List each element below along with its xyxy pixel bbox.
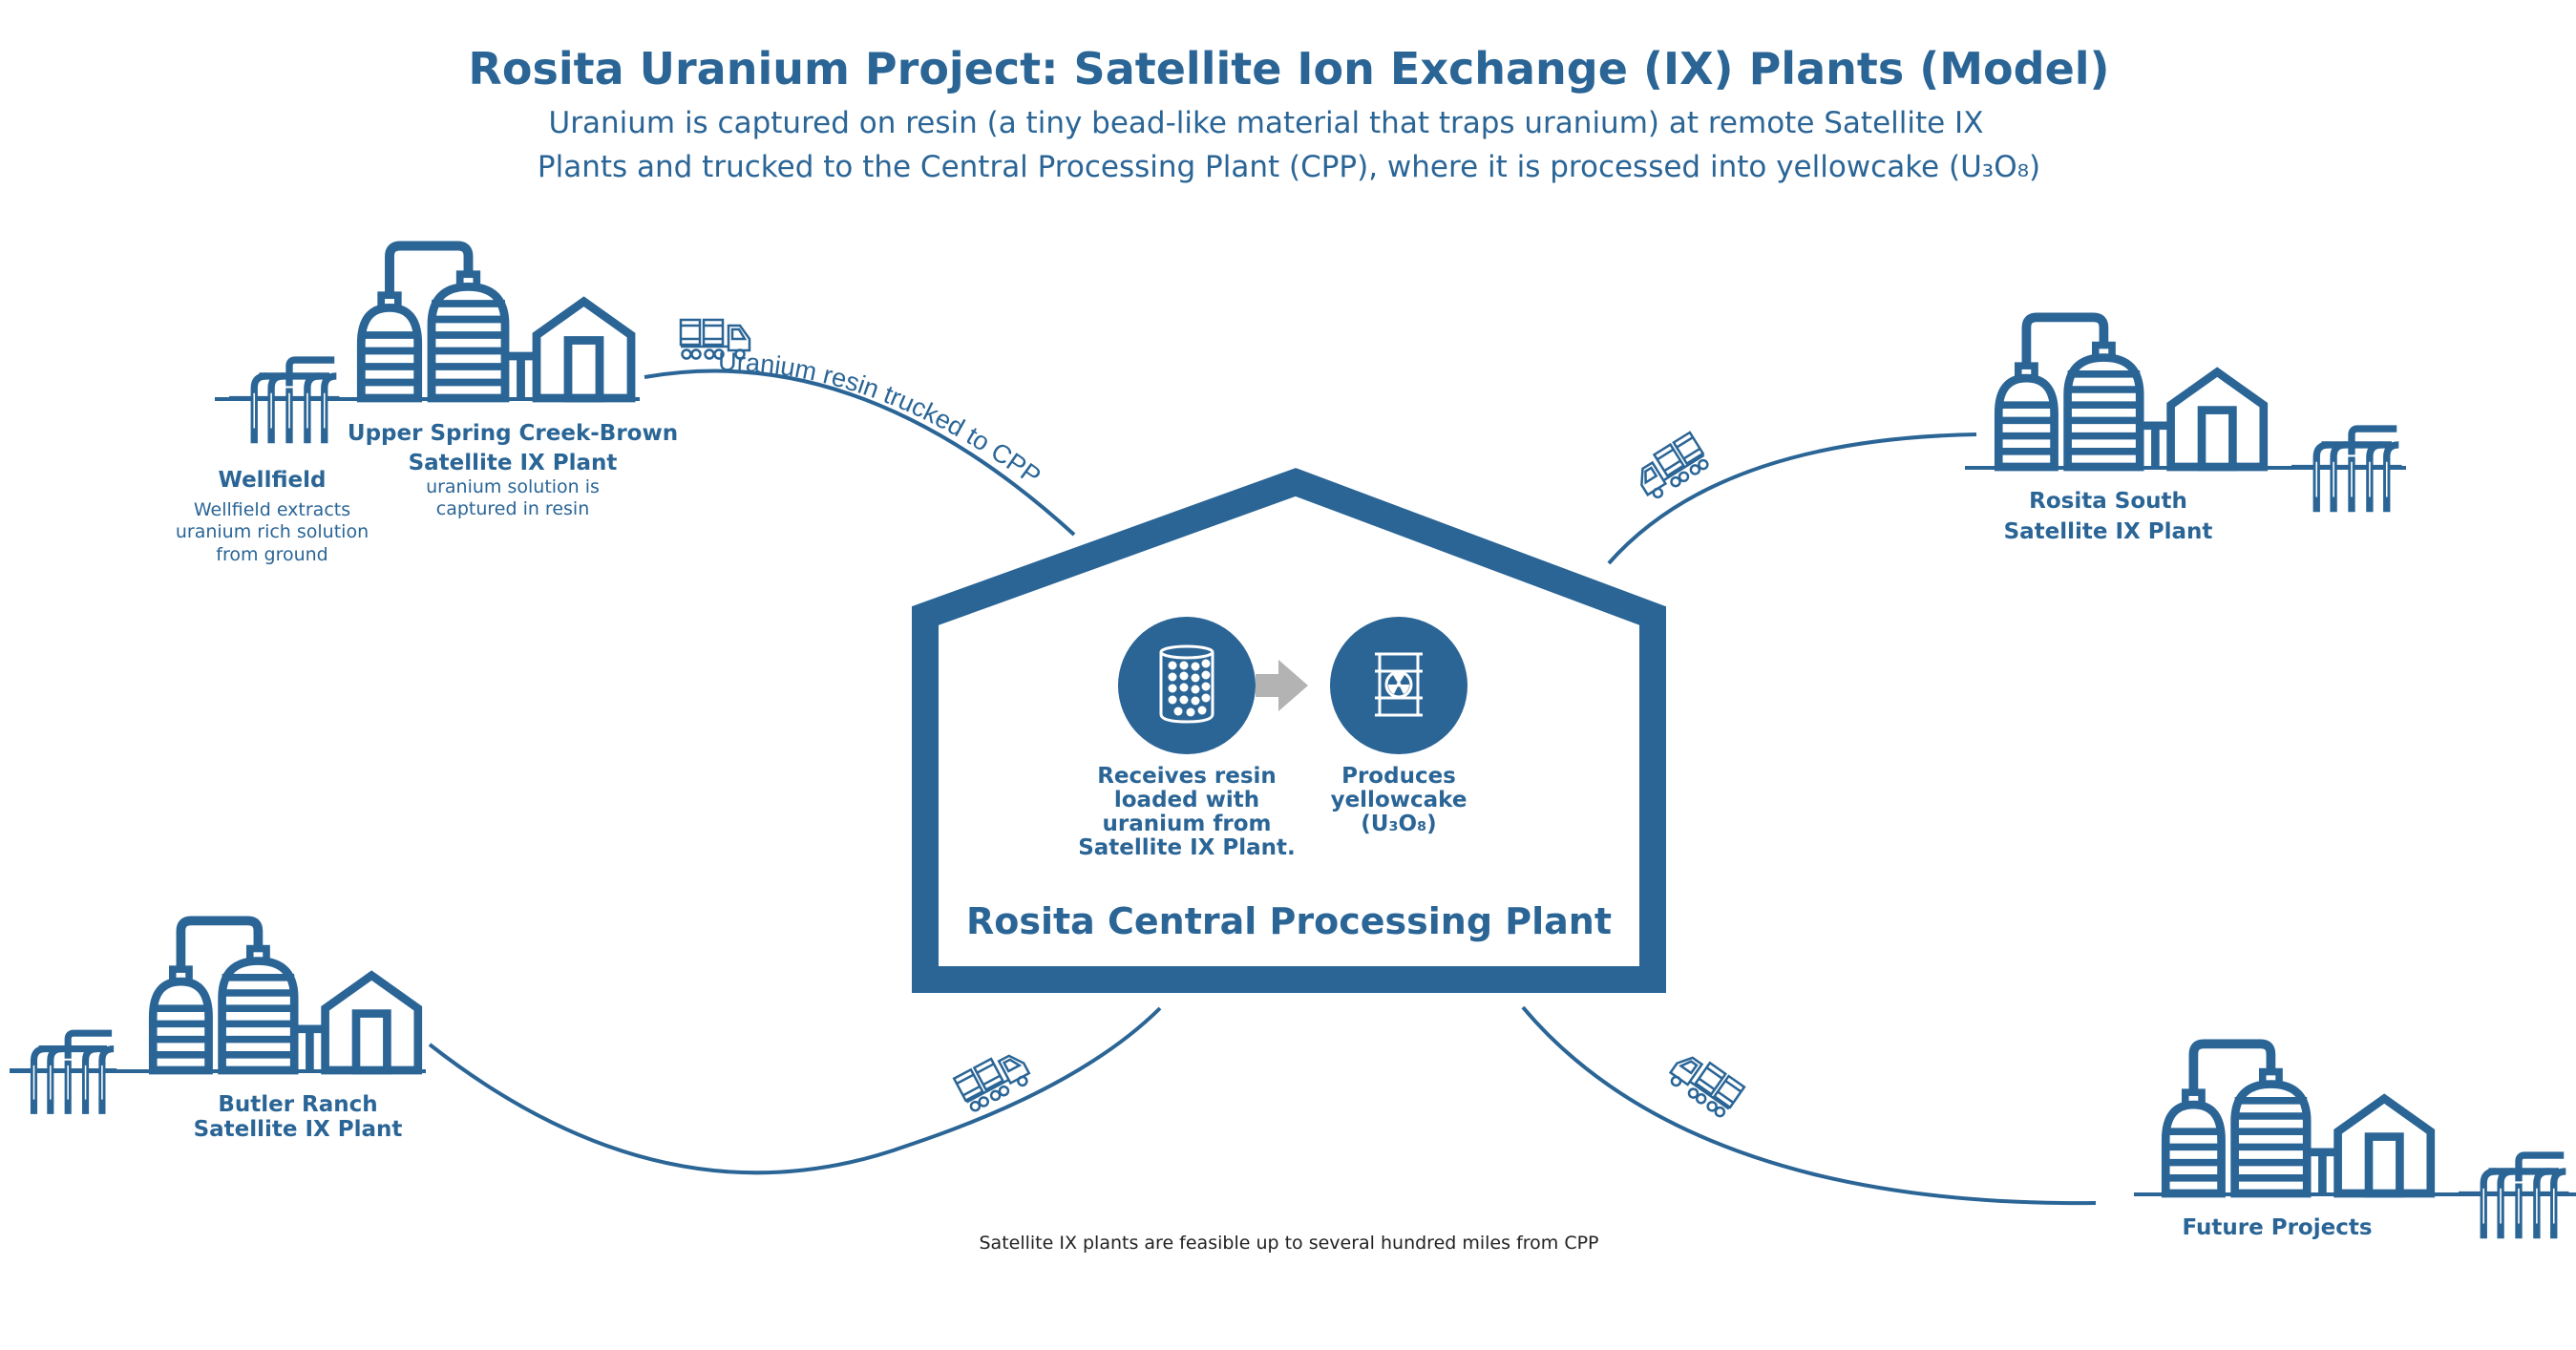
route-curve bbox=[428, 1006, 1162, 1175]
wellfield-desc-3: from ground bbox=[216, 544, 327, 565]
step2-line-1: Produces bbox=[1341, 764, 1456, 789]
satellite-plant-icon bbox=[153, 920, 418, 1070]
truck-icon bbox=[1664, 1045, 1746, 1120]
usc-title-2: Satellite IX Plant bbox=[409, 451, 618, 475]
cpp-house-outline bbox=[912, 468, 1666, 993]
subtitle-line-2: Plants and trucked to the Central Proces… bbox=[538, 150, 2040, 184]
step1-line-1: Receives resin bbox=[1097, 764, 1277, 789]
route-label: Uranium resin trucked to CPP bbox=[718, 348, 1046, 491]
step1-line-4: Satellite IX Plant. bbox=[1078, 835, 1296, 860]
process-arrow-icon bbox=[1256, 660, 1308, 711]
wellfield-desc-1: Wellfield extracts bbox=[194, 499, 350, 520]
truck-icon bbox=[1630, 431, 1712, 503]
cpp-name: Rosita Central Processing Plant bbox=[966, 900, 1612, 942]
wellfield-icon bbox=[10, 1033, 116, 1114]
wellfield-icon bbox=[2459, 1155, 2569, 1238]
step1-line-2: loaded with bbox=[1114, 788, 1259, 812]
yellowcake-drum-icon bbox=[1375, 652, 1423, 717]
step2-line-2: yellowcake bbox=[1331, 788, 1467, 812]
wellfield-icon bbox=[229, 360, 340, 443]
route-curve bbox=[1521, 1005, 2097, 1206]
route-label-text: Uranium resin trucked to CPP bbox=[718, 348, 1046, 491]
future-projects-title: Future Projects bbox=[2182, 1215, 2372, 1240]
wellfield-icon bbox=[2291, 429, 2402, 512]
step2-line-3: (U₃O₈) bbox=[1361, 812, 1436, 836]
future-projects-site: Future Projects bbox=[2134, 1044, 2576, 1240]
central-processing-plant: Receives resin loaded with uranium from … bbox=[912, 468, 1666, 993]
satellite-plant-icon bbox=[361, 246, 631, 399]
rosita-south-site: Rosita South Satellite IX Plant bbox=[1965, 317, 2406, 544]
satellite-plant-icon bbox=[1998, 317, 2264, 467]
wellfield-desc-2: uranium rich solution bbox=[176, 521, 369, 542]
rosita-south-title-1: Rosita South bbox=[2029, 489, 2187, 514]
footnote: Satellite IX plants are feasible up to s… bbox=[979, 1233, 1598, 1254]
route-curve bbox=[1607, 432, 1977, 565]
route-butler-to-cpp bbox=[428, 1006, 1162, 1175]
route-curve bbox=[644, 369, 1076, 537]
rosita-south-title-2: Satellite IX Plant bbox=[2004, 519, 2213, 544]
route-usc-to-cpp: Uranium resin trucked to CPP bbox=[644, 318, 1076, 537]
page-title: Rosita Uranium Project: Satellite Ion Ex… bbox=[468, 43, 2109, 95]
usc-desc-2: captured in resin bbox=[436, 498, 590, 519]
wellfield-title: Wellfield bbox=[219, 468, 327, 493]
usc-title-1: Upper Spring Creek-Brown bbox=[348, 421, 678, 446]
resin-cylinder-icon bbox=[1159, 644, 1214, 724]
butler-title-1: Butler Ranch bbox=[218, 1092, 377, 1117]
route-rosita-south-to-cpp bbox=[1607, 431, 1977, 565]
butler-ranch-site: Butler Ranch Satellite IX Plant bbox=[10, 920, 426, 1142]
butler-title-2: Satellite IX Plant bbox=[194, 1117, 403, 1142]
subtitle-line-1: Uranium is captured on resin (a tiny bea… bbox=[549, 106, 1984, 140]
step1-line-3: uranium from bbox=[1103, 812, 1272, 836]
route-future-to-cpp bbox=[1521, 1005, 2097, 1206]
truck-icon bbox=[952, 1044, 1035, 1114]
upper-spring-creek-site: Wellfield Wellfield extracts uranium ric… bbox=[176, 246, 678, 565]
usc-desc-1: uranium solution is bbox=[426, 476, 600, 497]
satellite-plant-icon bbox=[2165, 1044, 2431, 1193]
